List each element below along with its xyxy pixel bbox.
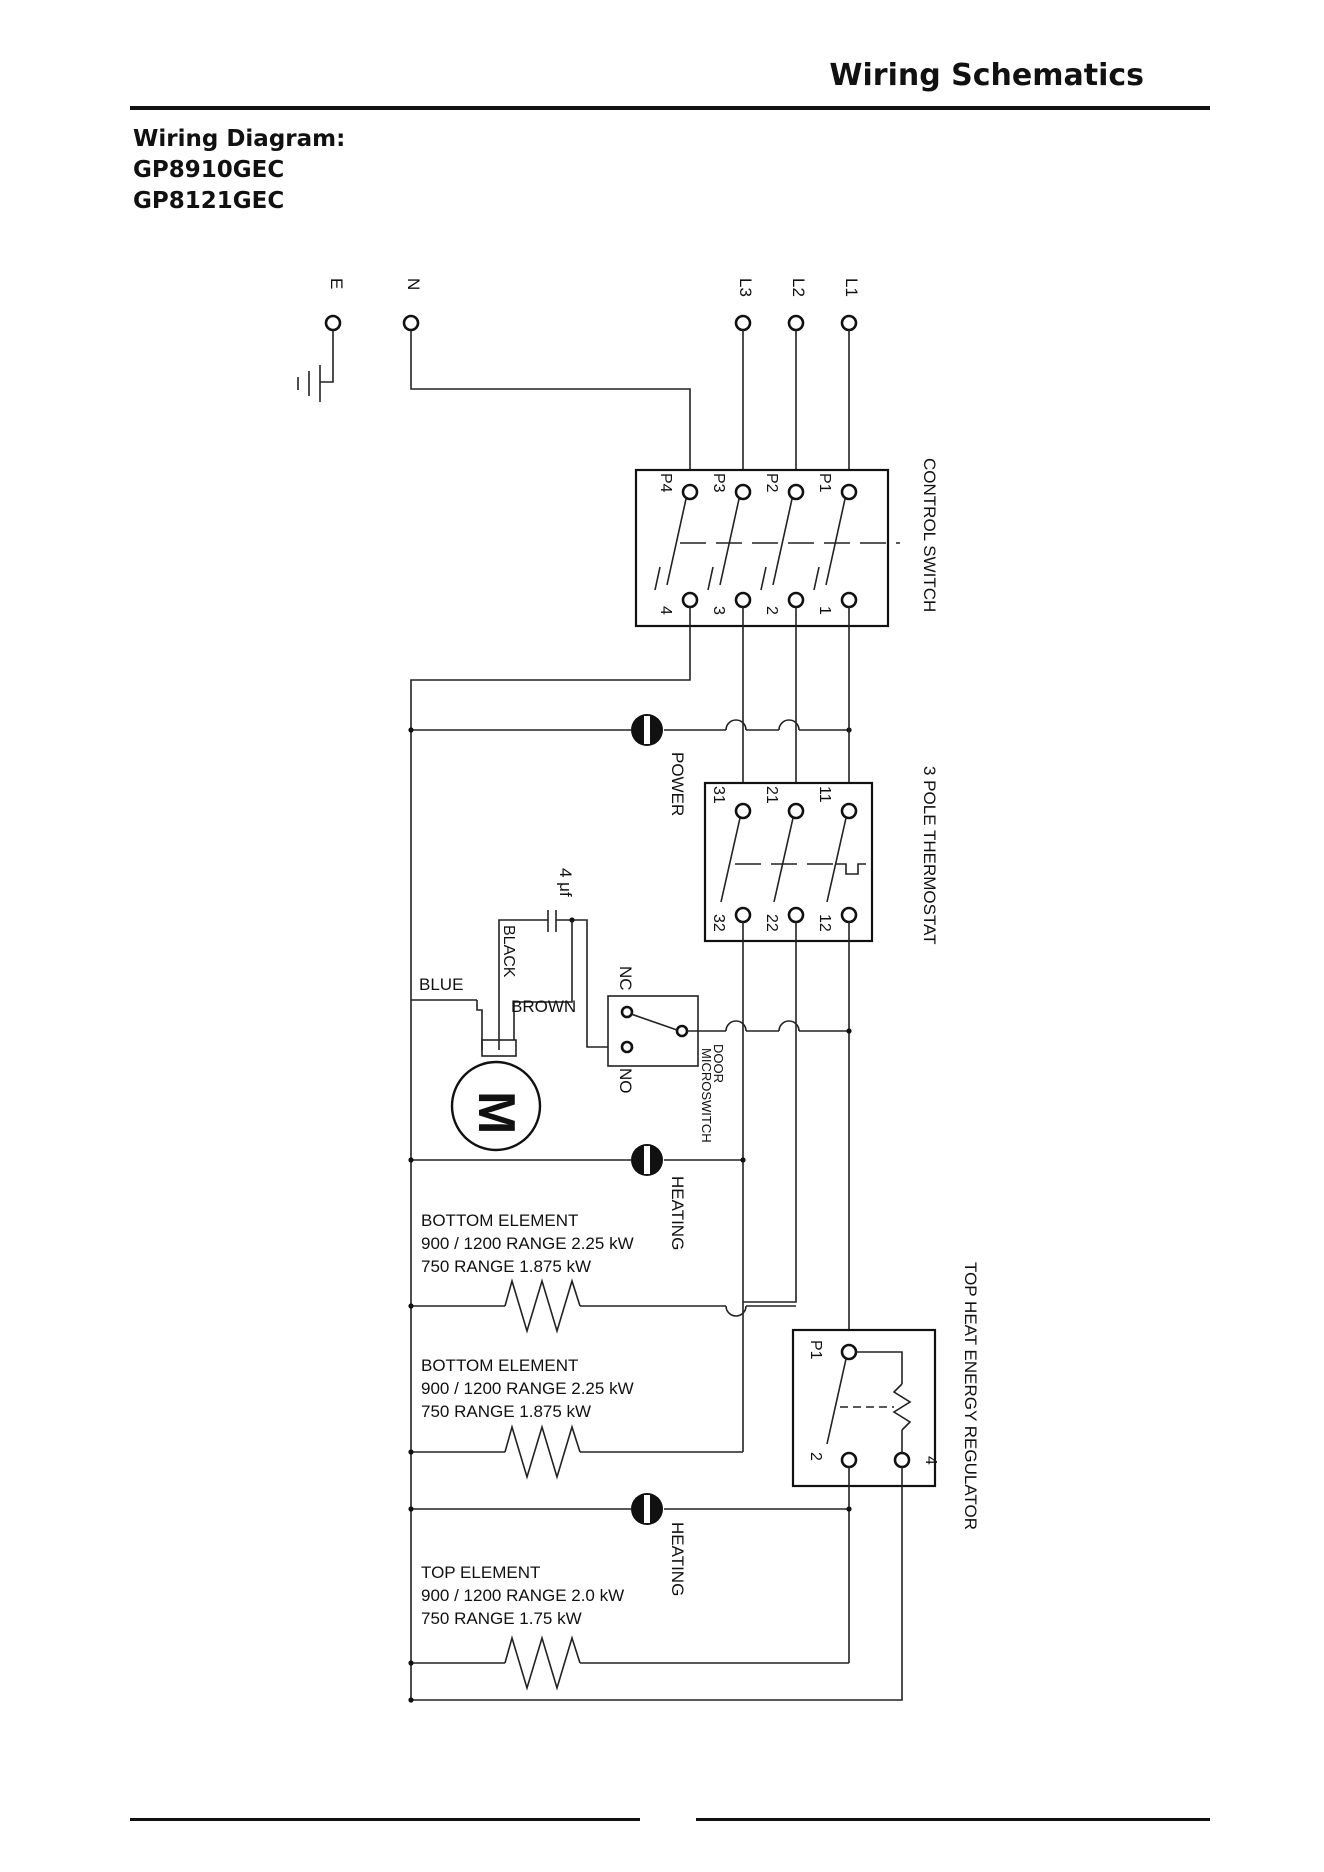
model-1: GP8910GEC (133, 157, 285, 183)
earth-symbol (297, 330, 334, 402)
th-22: 22 (763, 914, 780, 932)
label-l2: L2 (789, 278, 808, 297)
label-neutral: N (404, 278, 423, 290)
wire-blue: BLUE (419, 975, 463, 994)
be1-line2: 900 / 1200 RANGE 2.25 kW (421, 1234, 634, 1253)
cs-p1: P1 (816, 473, 833, 493)
be2-line1: BOTTOM ELEMENT (421, 1356, 578, 1375)
door-nc: NC (616, 966, 635, 991)
door-no: NO (616, 1068, 635, 1094)
thermostat-outputs (742, 922, 850, 1452)
th-32: 32 (710, 914, 727, 932)
wire-black: BLACK (500, 925, 517, 978)
cs-3: 3 (710, 606, 727, 615)
te-line3: 750 RANGE 1.75 kW (421, 1609, 582, 1628)
energy-regulator: TOP HEAT ENERGY REGULATOR P1 2 4 (791, 1262, 980, 1530)
title-block: Wiring Diagram: GP8910GEC GP8121GEC (133, 124, 345, 217)
door-label-2: MICROSWITCH (699, 1048, 714, 1143)
cs-4: 4 (657, 606, 674, 615)
label-l3: L3 (736, 278, 755, 297)
motor-circuit: BLUE BLACK 4 μf BROWN M (411, 868, 608, 1152)
footer-rule-right (696, 1818, 1210, 1821)
supply-wires (410, 330, 850, 485)
thermostat-label: 3 POLE THERMOSTAT (920, 766, 939, 945)
label-earth: E (327, 278, 346, 289)
header-rule (130, 106, 1210, 110)
section-title: Wiring Schematics (829, 58, 1144, 93)
te-line1: TOP ELEMENT (421, 1563, 540, 1582)
control-switch: CONTROL SWITCH P4 P3 P2 P1 4 3 2 1 (634, 458, 939, 628)
th-11: 11 (816, 786, 833, 803)
th-31: 31 (710, 786, 727, 804)
th-12: 12 (816, 914, 833, 932)
regulator-label: TOP HEAT ENERGY REGULATOR (961, 1262, 980, 1530)
motor-label: M (467, 1091, 525, 1134)
power-indicator: POWER (408, 607, 852, 1700)
cs-1: 1 (816, 606, 833, 615)
th-21: 21 (763, 786, 780, 804)
diagram-heading: Wiring Diagram: (133, 126, 346, 152)
be2-line2: 900 / 1200 RANGE 2.25 kW (421, 1379, 634, 1398)
heating-indicator-2: HEATING (408, 1467, 852, 1663)
supply-terminals: E N L3 L2 L1 (297, 278, 861, 402)
power-label: POWER (668, 752, 687, 816)
cs-p3: P3 (710, 473, 727, 493)
label-l1: L1 (842, 278, 861, 297)
be2-line3: 750 RANGE 1.875 kW (421, 1402, 591, 1421)
cs-p2: P2 (763, 473, 780, 493)
control-switch-label: CONTROL SWITCH (920, 458, 939, 612)
wire-brown: BROWN (511, 997, 576, 1016)
door-label-1: DOOR (711, 1044, 726, 1083)
heating-indicator-1: HEATING (408, 1144, 746, 1250)
be1-line1: BOTTOM ELEMENT (421, 1211, 578, 1230)
cs-2: 2 (763, 606, 780, 615)
reg-2: 2 (807, 1452, 824, 1461)
be1-line3: 750 RANGE 1.875 kW (421, 1257, 591, 1276)
door-microswitch: NC NO DOOR MICROSWITCH (607, 966, 852, 1143)
heating-label-1: HEATING (668, 1176, 687, 1250)
reg-4: 4 (922, 1456, 939, 1465)
bottom-element-2: BOTTOM ELEMENT 900 / 1200 RANGE 2.25 kW … (408, 1356, 743, 1480)
capacitor-label: 4 μf (556, 868, 575, 897)
heating-label-2: HEATING (668, 1522, 687, 1596)
te-line2: 900 / 1200 RANGE 2.0 kW (421, 1586, 624, 1605)
three-pole-thermostat: 3 POLE THERMOSTAT 31 21 11 32 22 12 (703, 766, 939, 945)
bottom-element-1: BOTTOM ELEMENT 900 / 1200 RANGE 2.25 kW … (408, 1211, 796, 1334)
cs-p4: P4 (657, 473, 674, 493)
model-2: GP8121GEC (133, 188, 285, 214)
footer-rule-left (130, 1818, 640, 1821)
reg-p1: P1 (807, 1340, 824, 1360)
top-element: TOP ELEMENT 900 / 1200 RANGE 2.0 kW 750 … (408, 1467, 903, 1703)
line-buses (742, 607, 850, 804)
